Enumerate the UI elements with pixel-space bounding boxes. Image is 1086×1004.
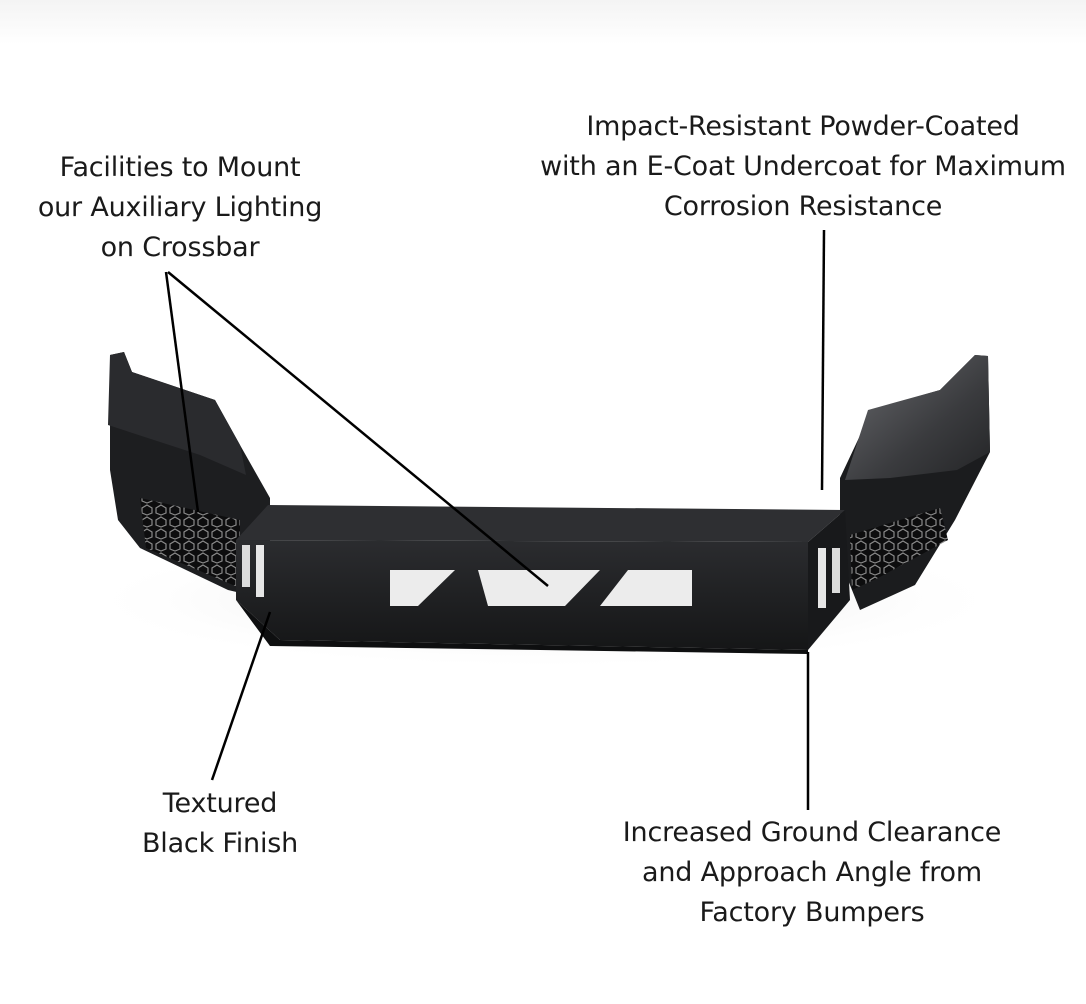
right-mesh-grille: [850, 508, 948, 590]
right-wing: [840, 355, 990, 610]
leader-line-lighting-b: [167, 271, 549, 587]
leader-line-coating: [820, 229, 826, 491]
leader-line-lighting-a: [164, 271, 200, 513]
top-gradient-band: [0, 0, 1086, 44]
crossbar: [236, 505, 850, 654]
left-mesh-grille: [140, 498, 240, 588]
leader-line-finish: [210, 611, 272, 781]
callout-lighting: Facilities to Mount our Auxiliary Lighti…: [37, 152, 323, 263]
left-wing: [108, 352, 270, 600]
callout-finish: Textured Black Finish: [141, 788, 299, 859]
crossbar-light-cutout: [390, 570, 692, 606]
callout-clearance: Increased Ground Clearance and Approach …: [622, 817, 1002, 928]
leader-lines: [164, 229, 826, 810]
callout-coating: Impact-Resistant Powder-Coated with an E…: [540, 111, 1066, 222]
